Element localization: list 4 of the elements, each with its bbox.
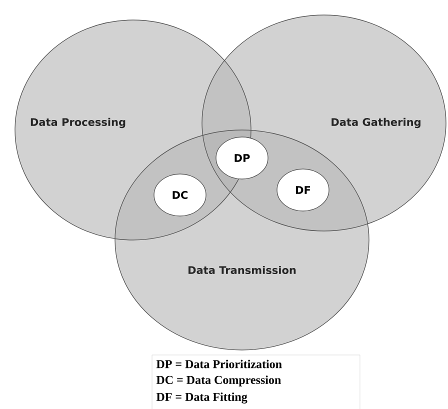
node-label: Data Transmission bbox=[188, 266, 296, 274]
node-label: Data Gathering bbox=[332, 118, 420, 128]
legend-text: DC = Data Compression bbox=[156, 376, 281, 386]
legend-text: DF = Data Fitting bbox=[156, 392, 248, 404]
